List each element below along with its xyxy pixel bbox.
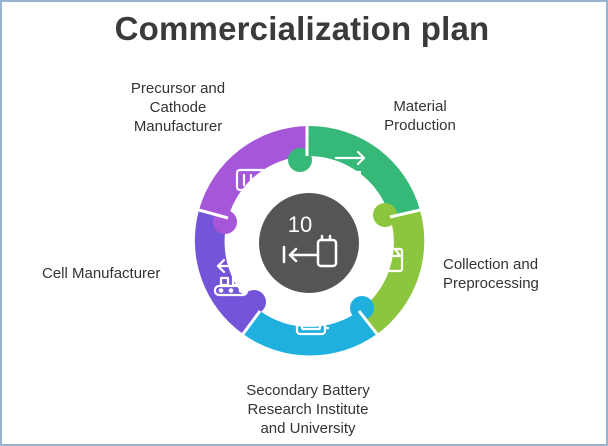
knob-lower-right — [350, 296, 374, 320]
center-circle — [255, 189, 363, 297]
label-material-production: Material Production — [384, 98, 456, 134]
label-cell-manufacturer: Cell Manufacturer — [42, 265, 161, 282]
conveyor-backward-icon — [213, 258, 249, 297]
segment-dividers — [198, 126, 421, 335]
return-device-icon — [282, 234, 338, 268]
battery-icon — [295, 314, 330, 336]
segment-precursor — [199, 126, 309, 218]
conveyor-forward-icon — [331, 150, 369, 191]
clapperboard-icon — [370, 247, 404, 273]
knob-right — [373, 203, 397, 227]
segment-material — [307, 125, 420, 217]
diagram-title: Commercialization plan — [114, 10, 490, 47]
knob-lower-left — [242, 290, 266, 314]
label-collection-preprocessing: Collection and Preprocessing — [443, 256, 539, 292]
label-precursor-cathode: Precursor and Cathode Manufacturer — [130, 80, 226, 135]
center-number: 10 — [288, 212, 312, 237]
label-secondary-battery: Secondary Battery Research Institute and… — [246, 382, 370, 437]
battery-cells-icon — [235, 168, 273, 192]
